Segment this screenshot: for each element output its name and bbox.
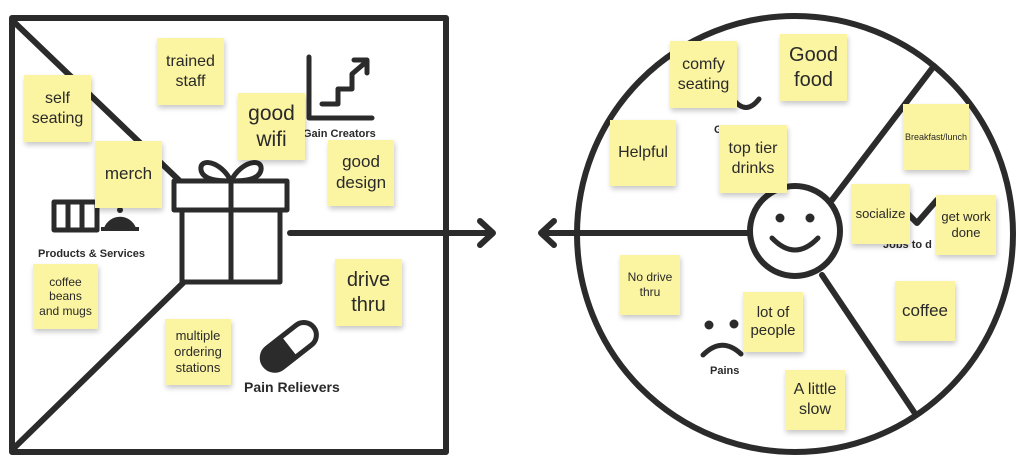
- sticky-note[interactable]: comfy seating: [670, 41, 737, 108]
- label-pain-relievers: Pain Relievers: [244, 379, 340, 395]
- gift-box-icon: [171, 160, 290, 285]
- sticky-note[interactable]: good wifi: [238, 93, 305, 160]
- checkmark-icon: [904, 197, 940, 226]
- customer-profile-circle: [574, 13, 1016, 455]
- sticky-note[interactable]: A little slow: [785, 370, 845, 430]
- smiley-face-icon: [747, 183, 843, 279]
- sad-face-icon: [700, 319, 744, 358]
- label-pains: Pains: [710, 365, 740, 377]
- sticky-note[interactable]: coffee beans and mugs: [33, 264, 98, 329]
- sticky-note[interactable]: coffee: [895, 281, 955, 341]
- sticky-note[interactable]: lot of people: [743, 292, 803, 352]
- label-gain-creators: Gain Creators: [303, 128, 376, 140]
- arrow-left-head: [538, 218, 557, 248]
- label-gains: G: [714, 124, 723, 136]
- sticky-note[interactable]: get work done: [936, 195, 996, 255]
- sticky-note[interactable]: multiple ordering stations: [165, 319, 231, 385]
- sticky-note[interactable]: drive thru: [335, 259, 402, 326]
- sticky-note[interactable]: Helpful: [610, 120, 676, 186]
- trending-up-stairs-icon: [306, 54, 375, 121]
- label-products-services: Products & Services: [38, 248, 145, 260]
- sticky-note[interactable]: self seating: [24, 75, 91, 142]
- pill-capsule-icon: [259, 320, 319, 373]
- sticky-note[interactable]: No drive thru: [620, 255, 680, 315]
- service-bell-icon: [101, 207, 139, 231]
- sticky-note[interactable]: Breakfast/lunch: [903, 104, 969, 170]
- products-shelf-icon: [51, 199, 100, 233]
- sticky-note[interactable]: Good food: [780, 34, 847, 101]
- value-map-divider-bottom: [11, 279, 187, 451]
- sticky-note[interactable]: trained staff: [157, 38, 224, 105]
- sticky-note[interactable]: good design: [328, 140, 394, 206]
- profile-divider-upper: [829, 63, 937, 203]
- arrow-right-head: [477, 218, 496, 248]
- sticky-note[interactable]: socialize: [851, 184, 910, 244]
- sticky-note[interactable]: merch: [95, 141, 162, 208]
- sticky-note[interactable]: top tier drinks: [719, 125, 787, 193]
- profile-divider-lower: [819, 272, 917, 415]
